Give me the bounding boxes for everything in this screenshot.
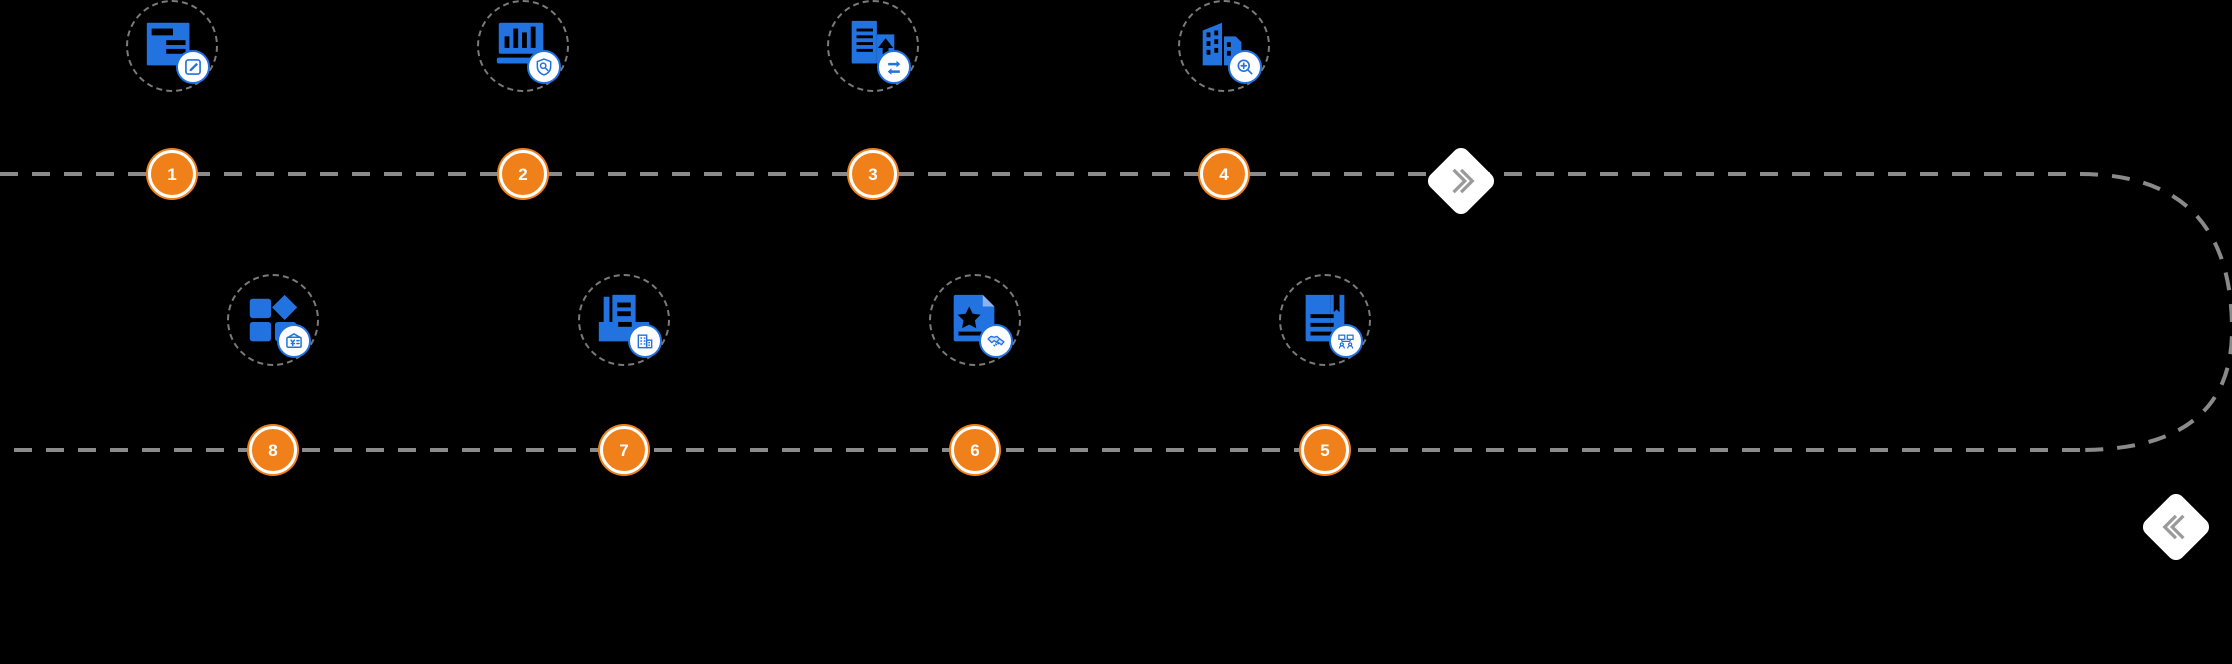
timeline-marker-1[interactable]: 1 xyxy=(148,150,196,198)
chevron-return-marker xyxy=(2139,490,2213,564)
marker-label: 1 xyxy=(167,164,177,184)
node-step-6[interactable] xyxy=(910,255,1040,385)
marker-label: 6 xyxy=(970,440,980,460)
node-ring xyxy=(1178,0,1270,92)
node-step-5[interactable] xyxy=(1260,255,1390,385)
transfer-arrows-icon xyxy=(877,50,911,84)
node-ring xyxy=(1279,274,1371,366)
timeline-marker-3[interactable]: 3 xyxy=(849,150,897,198)
building-icon xyxy=(628,324,662,358)
marker-label: 7 xyxy=(619,440,629,460)
chevron-forward-marker xyxy=(1424,144,1498,218)
node-step-3[interactable] xyxy=(808,0,938,111)
node-ring xyxy=(929,274,1021,366)
node-ring xyxy=(227,274,319,366)
node-step-1[interactable] xyxy=(107,0,237,111)
handshake-icon xyxy=(979,324,1013,358)
edit-square-icon xyxy=(176,50,210,84)
timeline-marker-6[interactable]: 6 xyxy=(951,426,999,474)
city-buildings-icon xyxy=(1193,15,1255,77)
team-meeting-icon xyxy=(1329,324,1363,358)
marker-label: 3 xyxy=(868,164,878,184)
bar-chart-board-icon xyxy=(492,15,554,77)
shield-search-icon xyxy=(527,50,561,84)
marker-label: 5 xyxy=(1320,440,1330,460)
timeline-marker-5[interactable]: 5 xyxy=(1301,426,1349,474)
node-step-4[interactable] xyxy=(1159,0,1289,111)
money-wallet-icon xyxy=(277,324,311,358)
node-ring xyxy=(827,0,919,92)
node-step-2[interactable] xyxy=(458,0,588,111)
zoom-in-icon xyxy=(1228,50,1262,84)
timeline-marker-2[interactable]: 2 xyxy=(499,150,547,198)
node-step-7[interactable] xyxy=(559,255,689,385)
node-step-8[interactable] xyxy=(208,255,338,385)
node-ring xyxy=(126,0,218,92)
node-ring xyxy=(477,0,569,92)
marker-label: 2 xyxy=(518,164,528,184)
timeline-marker-7[interactable]: 7 xyxy=(600,426,648,474)
marker-label: 8 xyxy=(268,440,278,460)
marker-label: 4 xyxy=(1219,164,1229,184)
node-ring xyxy=(578,274,670,366)
timeline-marker-8[interactable]: 8 xyxy=(249,426,297,474)
timeline-marker-4[interactable]: 4 xyxy=(1200,150,1248,198)
